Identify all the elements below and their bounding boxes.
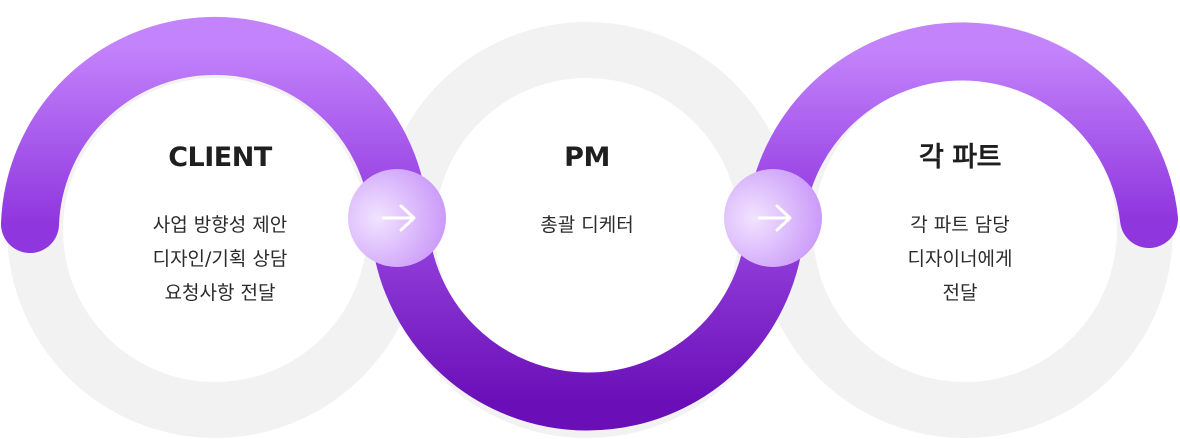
- arrow-right-icon: [757, 204, 792, 232]
- node-line: 총괄 디케터: [540, 214, 634, 236]
- node-title: PM: [564, 142, 610, 173]
- node-description: 각 파트 담당 디자이너에게 전달: [810, 208, 1110, 310]
- wave-arc-parts: [747, 22, 1178, 248]
- node-line: 디자이너에게: [907, 248, 1013, 270]
- node-description: 사업 방향성 제안 디자인/기획 상담 요청사항 전달: [70, 208, 370, 310]
- node-pm: PM 총괄 디케터: [437, 142, 737, 242]
- node-line: 디자인/기획 상담: [152, 248, 288, 270]
- node-line: 사업 방향성 제안: [152, 214, 288, 236]
- node-client: CLIENT 사업 방향성 제안 디자인/기획 상담 요청사항 전달: [70, 142, 370, 310]
- node-line: 요청사항 전달: [164, 282, 276, 304]
- node-title: 각 파트: [919, 142, 1001, 173]
- node-description: 총괄 디케터: [437, 208, 737, 242]
- node-title: CLIENT: [168, 142, 272, 173]
- node-parts: 각 파트 각 파트 담당 디자이너에게 전달: [810, 142, 1110, 310]
- arrow-right-icon: [381, 204, 416, 232]
- node-line: 전달: [942, 282, 978, 304]
- node-line: 각 파트 담당: [910, 214, 1010, 236]
- wave-arc-client: [1, 17, 428, 253]
- wave-arc-pm: [370, 212, 805, 431]
